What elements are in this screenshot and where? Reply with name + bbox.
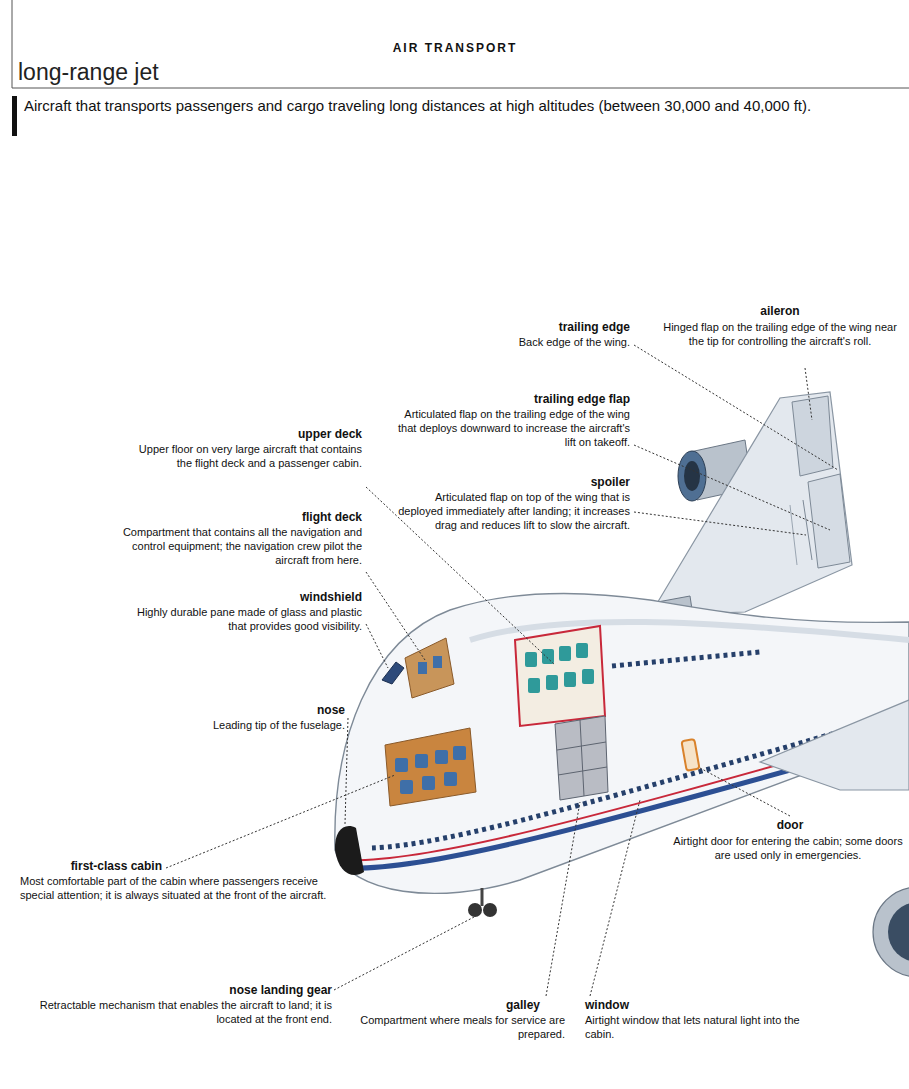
nose-cone xyxy=(335,826,364,875)
title: long-range jet xyxy=(18,58,618,86)
galley-grid xyxy=(557,742,606,750)
section-header: AIR TRANSPORT xyxy=(250,40,660,56)
part-name: flight deck xyxy=(110,510,362,525)
cutaway xyxy=(405,638,454,698)
part-name: nose landing gear xyxy=(20,983,332,998)
part-name: nose xyxy=(130,703,345,718)
seat xyxy=(564,672,576,687)
seat xyxy=(528,678,540,693)
part-name: galley xyxy=(340,998,540,1013)
cutaway xyxy=(555,716,608,800)
part-name: trailing edge flap xyxy=(390,392,630,407)
part-description: Highly durable pane made of glass and pl… xyxy=(130,605,362,633)
leader-line xyxy=(700,768,790,816)
spoiler-line xyxy=(803,500,812,560)
seat xyxy=(395,758,408,772)
leader-line xyxy=(805,368,812,420)
part-description: Most comfortable part of the cabin where… xyxy=(20,874,350,902)
leader-line xyxy=(634,512,806,535)
far-wing xyxy=(650,392,852,615)
seat xyxy=(576,643,588,658)
leader-line xyxy=(334,916,476,990)
seat xyxy=(400,780,413,794)
part-description: Articulated flap on top of the wing that… xyxy=(390,490,630,532)
seat xyxy=(582,669,594,684)
near-engine xyxy=(873,887,909,977)
seat xyxy=(542,649,554,664)
aileron-surface xyxy=(792,396,833,476)
windshield-pane xyxy=(382,662,404,684)
part-description: Upper floor on very large aircraft that … xyxy=(130,442,362,470)
part-description: Hinged flap on the trailing edge of the … xyxy=(655,320,905,348)
leader-line xyxy=(345,718,348,824)
flap-surface xyxy=(808,474,850,568)
gear-wheel xyxy=(483,903,497,917)
part-description: Retractable mechanism that enables the a… xyxy=(20,998,332,1026)
part-name: door xyxy=(670,818,909,833)
near-engine-fan xyxy=(888,902,909,962)
seat xyxy=(453,746,466,760)
cutaway xyxy=(515,626,605,726)
part-description: Airtight window that lets natural light … xyxy=(585,1013,815,1041)
part-name: windshield xyxy=(130,590,362,605)
part-description: Compartment where meals for service are … xyxy=(355,1013,565,1041)
seat xyxy=(525,652,537,667)
upper-deck-cutaway xyxy=(515,626,605,726)
seat xyxy=(559,646,571,661)
part-description: Back edge of the wing. xyxy=(430,335,630,349)
gear-strut xyxy=(481,888,484,906)
near-wing xyxy=(760,700,909,790)
leader-line xyxy=(546,802,580,996)
leader-line xyxy=(166,775,395,868)
seat xyxy=(422,776,435,790)
caption: Aircraft that transports passengers and … xyxy=(24,96,884,116)
fuselage xyxy=(335,593,909,893)
part-name: aileron xyxy=(655,304,905,319)
part-name: upper deck xyxy=(130,427,362,442)
part-name: trailing edge xyxy=(430,320,630,335)
nose-gear xyxy=(468,888,497,917)
wing xyxy=(650,392,852,615)
leader-line xyxy=(590,800,640,996)
galley-cutaway xyxy=(555,716,608,800)
caption-bar xyxy=(12,96,17,136)
title-rule xyxy=(12,88,909,89)
engine-intake xyxy=(678,451,706,501)
flight-deck-cutaway xyxy=(405,638,454,698)
part-description: Articulated flap on the trailing edge of… xyxy=(390,407,630,449)
leader-line xyxy=(634,445,830,530)
part-name: first-class cabin xyxy=(20,859,162,874)
part-description: Airtight door for entering the cabin; so… xyxy=(670,834,906,862)
margin-rule xyxy=(12,0,13,88)
seat xyxy=(435,750,448,764)
window-row xyxy=(612,652,760,666)
engine-fan xyxy=(684,461,700,491)
seat xyxy=(546,675,558,690)
gear-wheel xyxy=(468,903,482,917)
seat xyxy=(418,662,427,674)
leader-line xyxy=(366,572,425,660)
door-outline xyxy=(681,739,699,771)
leader-line xyxy=(634,345,838,470)
galley-grid xyxy=(580,720,584,796)
leader-line xyxy=(366,624,388,668)
part-name: spoiler xyxy=(390,475,630,490)
seat xyxy=(415,754,428,768)
seat xyxy=(433,656,442,668)
part-name: window xyxy=(585,998,835,1013)
galley-grid xyxy=(558,767,607,775)
first-class-cutaway xyxy=(385,728,476,806)
seat xyxy=(444,772,457,786)
part-description: Leading tip of the fuselage. xyxy=(130,718,345,732)
cutaway xyxy=(385,728,476,806)
part-description: Compartment that contains all the naviga… xyxy=(110,525,362,567)
